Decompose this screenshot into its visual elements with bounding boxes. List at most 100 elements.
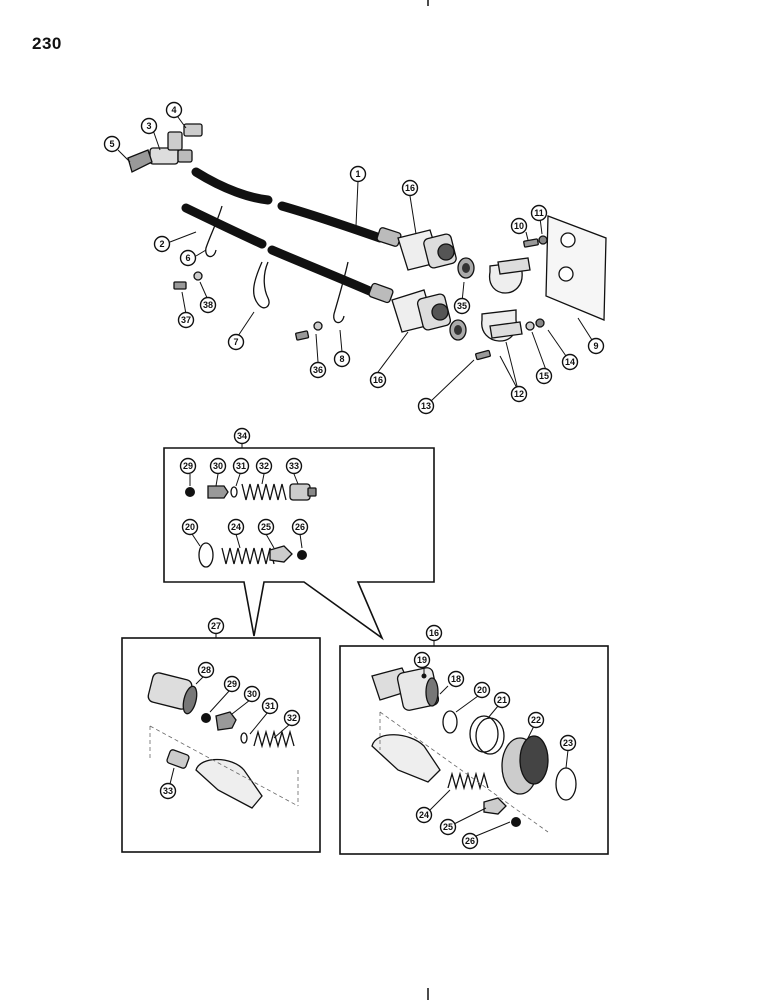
svg-text:22: 22	[531, 715, 541, 725]
svg-text:2: 2	[159, 239, 164, 249]
svg-text:31: 31	[265, 701, 275, 711]
callout-33: 33	[159, 782, 177, 800]
callout-16-upper: 16	[401, 179, 419, 197]
svg-text:24: 24	[419, 810, 429, 820]
callout-26: 26	[461, 832, 479, 850]
svg-text:33: 33	[289, 461, 299, 471]
kit-seat-30	[207, 485, 229, 499]
callout-7: 7	[227, 333, 245, 351]
svg-text:27: 27	[211, 621, 221, 631]
svg-text:13: 13	[421, 401, 431, 411]
svg-text:26: 26	[295, 522, 305, 532]
svg-text:14: 14	[565, 357, 575, 367]
svg-text:19: 19	[417, 655, 427, 665]
callout-38: 38	[199, 296, 217, 314]
seat-30	[215, 711, 237, 731]
coupler-body-28	[195, 758, 263, 809]
kit-callout-30: 30	[209, 457, 227, 475]
kit-poppet-33	[289, 483, 317, 501]
ball-19	[421, 673, 427, 679]
svg-text:32: 32	[287, 713, 297, 723]
kit-spring-24	[221, 547, 275, 565]
callout-29: 29	[223, 675, 241, 693]
hose-clip-8	[333, 261, 349, 324]
ball-29	[201, 713, 211, 723]
callout-13: 13	[417, 397, 435, 415]
svg-text:36: 36	[313, 365, 323, 375]
svg-text:16: 16	[373, 375, 383, 385]
callout-4: 4	[165, 101, 183, 119]
elbow-fitting	[183, 123, 203, 137]
svg-text:25: 25	[261, 522, 271, 532]
svg-text:16: 16	[405, 183, 415, 193]
detail-box-16: 16	[339, 624, 609, 855]
kit-spring-32	[241, 483, 287, 501]
coupler-lower	[391, 289, 452, 333]
tee-fitting	[149, 131, 193, 165]
svg-text:11: 11	[534, 208, 544, 218]
svg-text:23: 23	[563, 738, 573, 748]
svg-text:24: 24	[231, 522, 241, 532]
svg-text:33: 33	[163, 786, 173, 796]
kit-ball-29	[185, 487, 195, 497]
kit-box-34: 34 29 30 31 32	[163, 427, 435, 641]
svg-text:29: 29	[183, 461, 193, 471]
svg-text:30: 30	[213, 461, 223, 471]
kit-callout-33: 33	[285, 457, 303, 475]
svg-text:7: 7	[233, 337, 238, 347]
svg-text:34: 34	[237, 431, 247, 441]
callout-28: 28	[197, 661, 215, 679]
clamp-pair	[481, 257, 531, 342]
coupler-upper	[397, 229, 457, 271]
washer-15	[525, 321, 535, 331]
callout-5: 5	[103, 135, 121, 153]
hose-lower	[181, 203, 394, 304]
svg-text:30: 30	[247, 689, 257, 699]
svg-text:28: 28	[201, 665, 211, 675]
svg-text:29: 29	[227, 679, 237, 689]
callout-10: 10	[510, 217, 528, 235]
screw-36	[295, 321, 323, 341]
kit-seal-26	[297, 550, 307, 560]
callout-19: 19	[413, 651, 431, 669]
callout-6: 6	[179, 249, 197, 267]
sleeve-22	[501, 735, 549, 795]
callout-31: 31	[261, 697, 279, 715]
svg-text:6: 6	[185, 253, 190, 263]
spring-21	[469, 715, 505, 755]
callout-16-detail: 16	[425, 624, 443, 642]
hose-assembly-upper: 1 16 2 6 5 3 4 10 11 9 14 15 12 13 35 16…	[103, 101, 607, 415]
poppet-33	[166, 749, 190, 769]
bolt-10	[523, 238, 539, 248]
callout-8: 8	[333, 350, 351, 368]
callout-14: 14	[561, 353, 579, 371]
kit-callout-25: 25	[257, 518, 275, 536]
callout-24: 24	[415, 806, 433, 824]
valve-body	[371, 734, 441, 783]
svg-text:37: 37	[181, 315, 191, 325]
oring-20	[442, 710, 458, 734]
svg-text:8: 8	[339, 354, 344, 364]
svg-text:9: 9	[593, 341, 598, 351]
callout-9: 9	[587, 337, 605, 355]
callout-32: 32	[283, 709, 301, 727]
hose-clip-7	[252, 261, 270, 309]
hose-clip-6	[205, 205, 223, 258]
valve-25-detail	[483, 797, 507, 815]
svg-text:31: 31	[236, 461, 246, 471]
coupler-half-28	[147, 672, 198, 715]
kit-callout-32: 32	[255, 457, 273, 475]
kit-valve-25	[269, 545, 293, 563]
svg-text:1: 1	[355, 169, 360, 179]
kit-oring-20	[198, 542, 214, 568]
svg-text:5: 5	[109, 139, 114, 149]
callout-1: 1	[349, 165, 367, 183]
svg-text:26: 26	[465, 836, 475, 846]
callout-23: 23	[559, 734, 577, 752]
screw-37	[173, 281, 187, 290]
callout-22: 22	[527, 711, 545, 729]
callout-20: 20	[473, 681, 491, 699]
callout-27: 27	[207, 617, 225, 635]
callout-36: 36	[309, 361, 327, 379]
